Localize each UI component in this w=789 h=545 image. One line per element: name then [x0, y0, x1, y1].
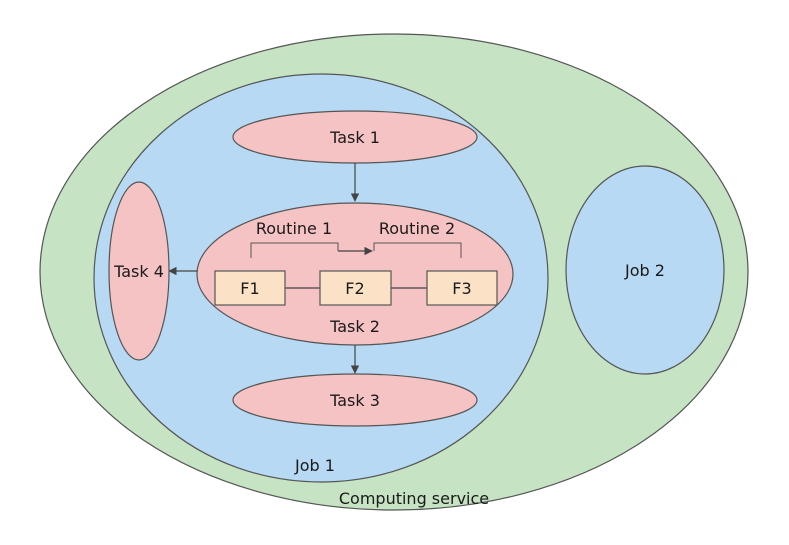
function-f1: F1: [214, 270, 286, 306]
job-2: Job 2: [565, 165, 725, 375]
function-f2: F2: [319, 270, 392, 306]
task-4-shape: [108, 181, 170, 361]
task-4-label: Task 4: [113, 262, 164, 281]
f2-label: F2: [345, 279, 364, 298]
f1-label: F1: [240, 279, 259, 298]
task-3-shape: [232, 373, 478, 427]
job-1-label: Job 1: [294, 456, 335, 475]
task-3: Task 3: [232, 373, 478, 427]
computing-service-label: Computing service: [339, 489, 489, 508]
routine-2-label: Routine 2: [379, 219, 455, 238]
task-1: Task 1: [232, 110, 478, 164]
f3-box: [426, 270, 498, 306]
task-2-label: Task 2: [329, 317, 380, 336]
function-f3: F3: [426, 270, 498, 306]
task-3-label: Task 3: [329, 391, 380, 410]
f3-label: F3: [452, 279, 471, 298]
task-4: Task 4: [108, 181, 170, 361]
routine-1-bracket: [250, 242, 339, 258]
task-1-label: Task 1: [329, 128, 380, 147]
job-2-label: Job 2: [624, 261, 665, 280]
f2-box: [319, 270, 392, 306]
f1-box: [214, 270, 286, 306]
job-2-shape: [565, 165, 725, 375]
routine-1-label: Routine 1: [256, 219, 332, 238]
routine-2-bracket: [373, 242, 462, 258]
